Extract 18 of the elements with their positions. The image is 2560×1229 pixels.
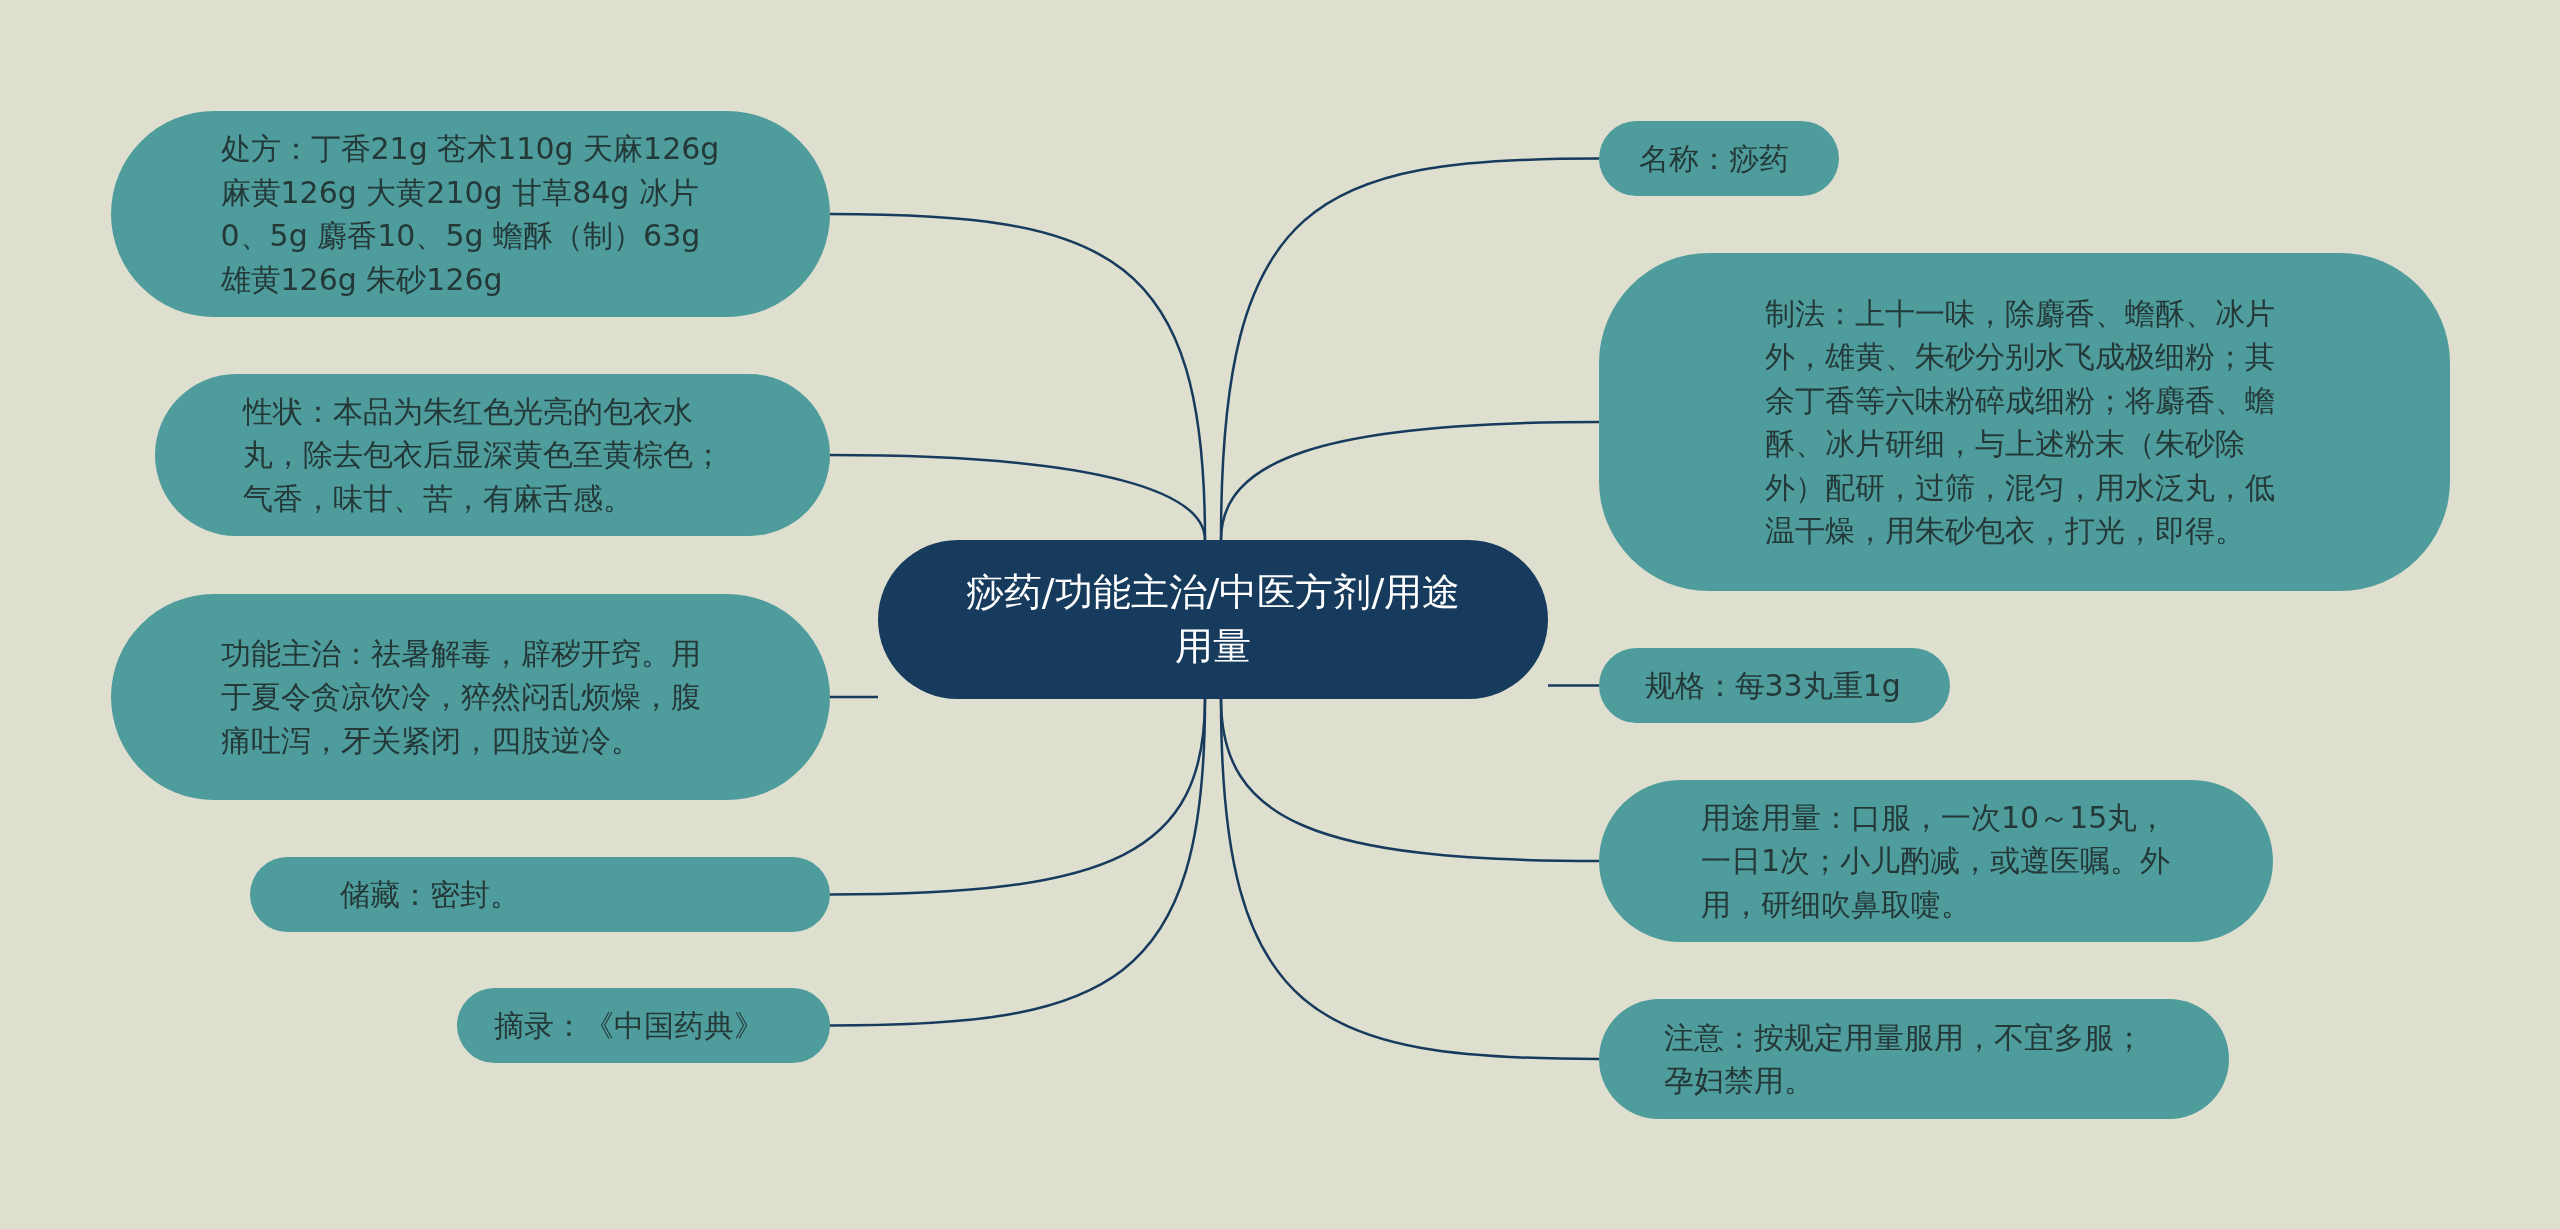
topic-text: 制法：上十一味，除麝香、蟾酥、冰片外，雄黄、朱砂分别水飞成极细粉；其余丁香等六味粉碎成细粉；将麝香、蟾酥、冰片研细，与上述粉末（朱砂除外）配研，过筛，混匀，用水泛丸，低温干燥，用朱砂包衣，打光，即得。	[1764, 294, 2276, 550]
topic-text: 处方：丁香21g 苍术110g 天麻126g 麻黄126g 大黄210g 甘草84g 冰片0、5g 麝香10、5g 蟾酥（制）63g 雄黄126g 朱砂126g	[220, 130, 721, 299]
topic-text: 用途用量：口服，一次10～15丸，一日1次；小儿酌减，或遵医嘱。外用，研细吹鼻取嚏。	[1701, 798, 2171, 924]
central-topic-text: 痧药/功能主治/中医方剂/用途用量	[964, 569, 1462, 670]
topic-text: 名称：痧药	[1639, 139, 1790, 178]
topic-text: 功能主治：祛暑解毒，辟秽开窍。用于夏令贪凉饮冷，猝然闷乱烦燥，腹痛吐泻，牙关紧闭，四肢逆冷。	[220, 634, 702, 760]
topic-text: 摘录：《中国药典》	[493, 1006, 765, 1045]
topic-text: 规格：每33丸重1g	[1644, 666, 1902, 705]
connector-line	[1219, 698, 1599, 1061]
connector-line	[830, 453, 1207, 541]
topic-text: 注意：按规定用量服用，不宜多服；孕妇禁用。	[1664, 1018, 2145, 1100]
connector-line	[1219, 420, 1599, 541]
connector-line	[1548, 684, 1599, 687]
topic-box	[1599, 253, 2450, 591]
topic-text: 性状：本品为朱红色光亮的包衣水丸，除去包衣后显深黄色至黄棕色；气香，味甘、苦，有麻舌感。	[242, 392, 724, 518]
topic-text: 储藏：密封。	[340, 875, 521, 914]
connector-line	[830, 695, 878, 699]
connector-line	[830, 698, 1207, 1027]
